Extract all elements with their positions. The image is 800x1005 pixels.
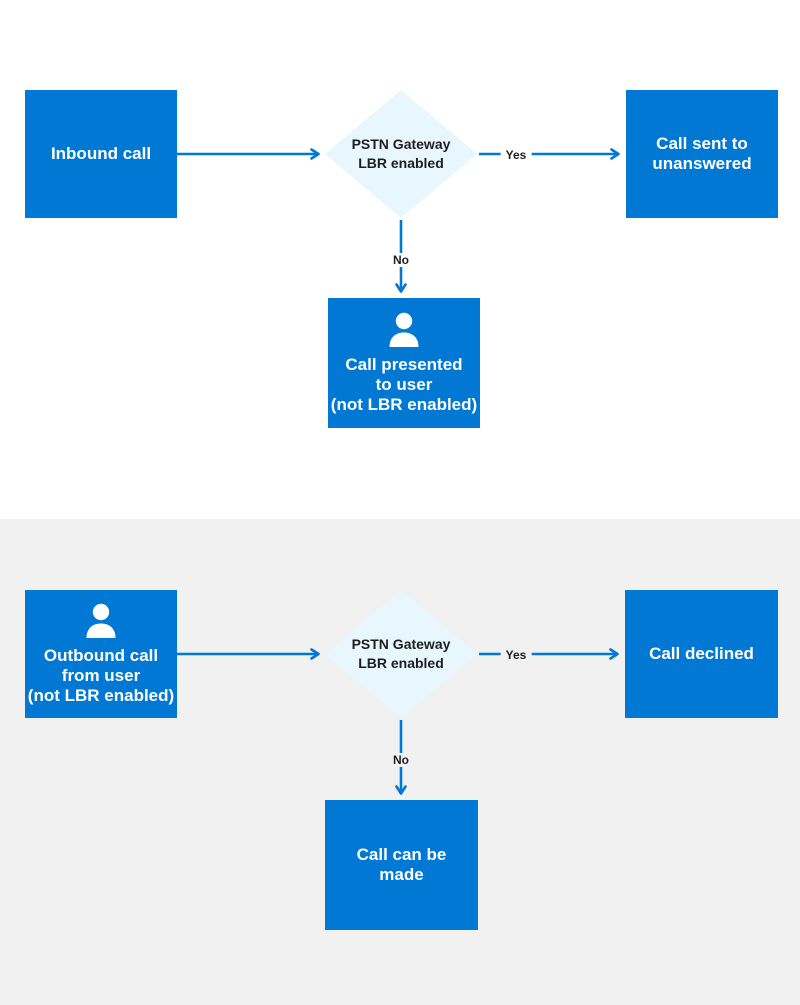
inbound-no-label: No bbox=[388, 253, 414, 267]
call-presented-to-user-label: Call presented to user (not LBR enabled) bbox=[330, 354, 478, 414]
call-sent-to-unanswered-node: Call sent to unanswered bbox=[626, 90, 778, 218]
inbound-decision-label: PSTN Gateway LBR enabled bbox=[351, 136, 451, 171]
outbound-call-label: Outbound call from user (not LBR enabled… bbox=[27, 645, 175, 705]
inbound-decision-diamond bbox=[325, 90, 477, 218]
call-declined-label: Call declined bbox=[649, 644, 754, 663]
outbound-decision-diamond bbox=[325, 590, 477, 718]
call-can-be-made-node: Call can be made bbox=[325, 800, 478, 930]
person-icon bbox=[86, 603, 116, 638]
call-sent-to-unanswered-label: Call sent to unanswered bbox=[652, 134, 752, 173]
call-declined-node: Call declined bbox=[625, 590, 778, 718]
outbound-decision-label: PSTN Gateway LBR enabled bbox=[351, 636, 451, 671]
call-presented-to-user-node: Call presented to user (not LBR enabled) bbox=[328, 298, 480, 428]
inbound-call-node: Inbound call bbox=[25, 90, 177, 218]
person-icon bbox=[389, 312, 419, 347]
inbound-yes-label: Yes bbox=[500, 148, 532, 162]
outbound-no-label: No bbox=[388, 753, 414, 767]
outbound-call-node: Outbound call from user (not LBR enabled… bbox=[25, 590, 177, 718]
outbound-yes-label: Yes bbox=[500, 648, 532, 662]
call-can-be-made-label: Call can be made bbox=[356, 845, 447, 884]
inbound-call-label: Inbound call bbox=[50, 144, 152, 163]
